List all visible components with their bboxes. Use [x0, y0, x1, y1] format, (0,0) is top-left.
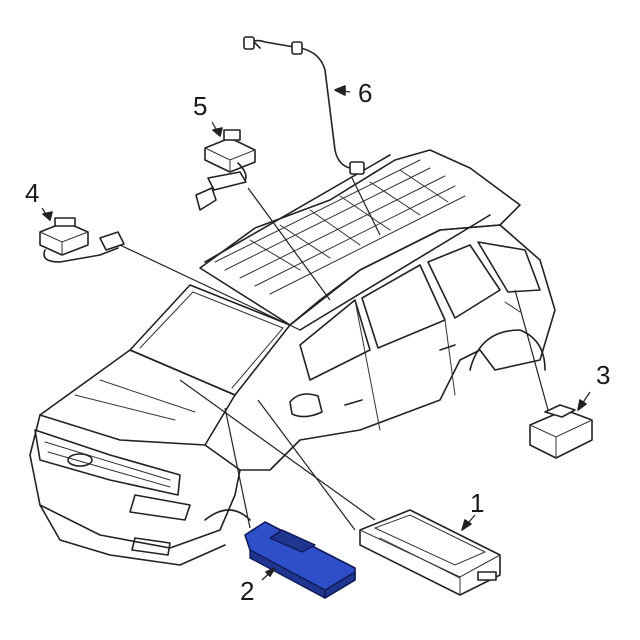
part-6-antenna-cable: [243, 36, 365, 175]
callout-6: 6: [358, 78, 372, 108]
vehicle-illustration: [29, 149, 556, 566]
part-2-highlighted-module: [244, 521, 356, 599]
part-3-module: [529, 391, 593, 459]
callout-5: 5: [193, 91, 207, 121]
part-5-module: [195, 121, 256, 211]
callout-4: 4: [25, 178, 39, 208]
callout-labels: 1 2 3 4 5 6: [25, 78, 610, 606]
leader-lines: [119, 177, 549, 531]
callout-3: 3: [596, 360, 610, 390]
callout-2: 2: [240, 576, 254, 606]
part-4-lamp: [39, 207, 125, 263]
callout-1: 1: [470, 488, 484, 518]
part-1-control-module: [359, 509, 501, 596]
